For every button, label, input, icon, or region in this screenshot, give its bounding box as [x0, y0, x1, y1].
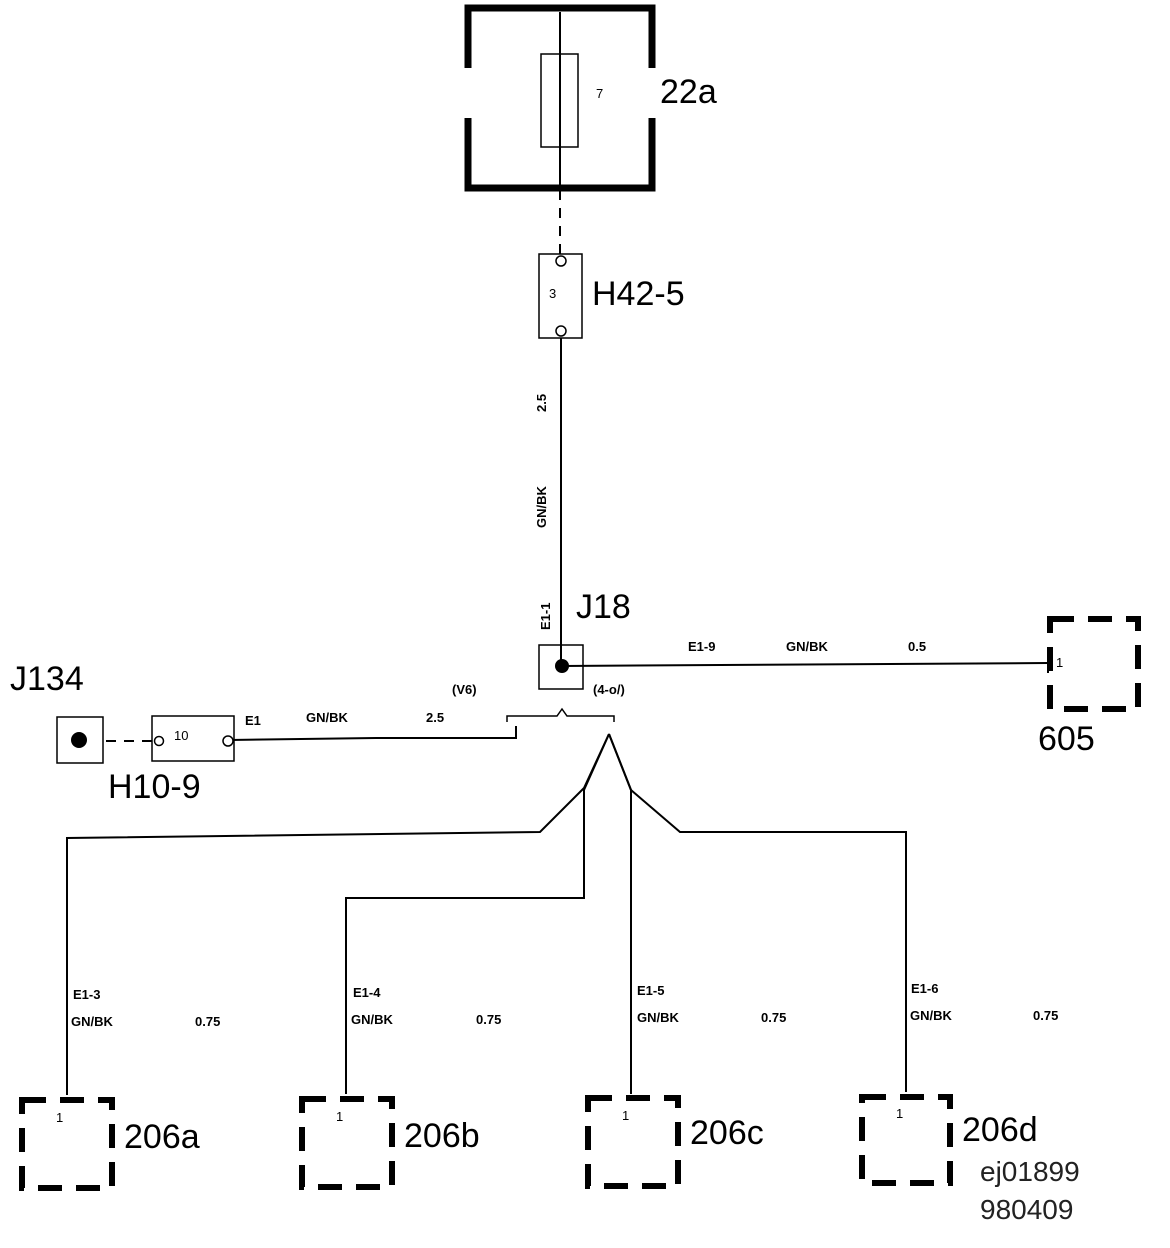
- wire-206a-pin: E1-3: [73, 987, 100, 1002]
- fuse-number: 7: [596, 86, 603, 101]
- wire-206a-size: 0.75: [195, 1014, 220, 1029]
- wire-206b-pin: E1-4: [353, 985, 381, 1000]
- wire-605-pin: E1-9: [688, 639, 715, 654]
- splice-j134: J134: [10, 660, 104, 764]
- splice-label: J18: [576, 588, 631, 626]
- component-206a-label: 206a: [124, 1118, 200, 1156]
- wire-206d-size: 0.75: [1033, 1008, 1058, 1023]
- connector-h10-label: H10-9: [108, 768, 201, 806]
- component-206b-pin: 1: [336, 1109, 343, 1124]
- fuse-box-22a: 7 22a: [464, 4, 717, 192]
- wire-206b-size: 0.75: [476, 1012, 501, 1027]
- wire-h10-note: (V6): [452, 682, 477, 697]
- component-206c-label: 206c: [690, 1114, 764, 1152]
- component-206d-pin: 1: [896, 1106, 903, 1121]
- wire-206c-color: GN/BK: [637, 1010, 680, 1025]
- component-605: 1 605: [1038, 616, 1141, 758]
- component-206a: 1 206a: [19, 1097, 200, 1191]
- wire-to-206b: [345, 733, 610, 1094]
- component-206b: 1 206b: [299, 1096, 480, 1190]
- wire-to-206c: [608, 733, 632, 1094]
- component-605-pin: 1: [1056, 655, 1063, 670]
- branch-brace: [506, 707, 615, 722]
- connector-h10-9: 10 E1 H10-9: [108, 713, 261, 806]
- wire-206b-color: GN/BK: [351, 1012, 394, 1027]
- component-206d: 1 206d: [859, 1094, 1038, 1186]
- connector-pin: 3: [549, 286, 556, 301]
- splice-j134-label: J134: [10, 660, 84, 698]
- wire-206d-color: GN/BK: [910, 1008, 953, 1023]
- wire-to-605: [561, 662, 1049, 667]
- wire-h10-size: 2.5: [426, 710, 444, 725]
- component-206a-pin: 1: [56, 1110, 63, 1125]
- main-wire-color: GN/BK: [534, 486, 549, 529]
- main-wire-size: 2.5: [534, 394, 549, 412]
- wire-to-h10: [229, 726, 517, 741]
- reference-code: ej01899: [980, 1156, 1080, 1187]
- wire-605-color: GN/BK: [786, 639, 829, 654]
- wire-206a-color: GN/BK: [71, 1014, 114, 1029]
- wire-206d-pin: E1-6: [911, 981, 938, 996]
- component-605-label: 605: [1038, 720, 1095, 758]
- component-206d-label: 206d: [962, 1111, 1038, 1149]
- component-206b-label: 206b: [404, 1117, 480, 1155]
- wire-605-note: (4-o/): [593, 682, 625, 697]
- wire-h10-color: GN/BK: [306, 710, 349, 725]
- component-206c-pin: 1: [622, 1108, 629, 1123]
- reference-date: 980409: [980, 1194, 1073, 1225]
- component-206c: 1 206c: [585, 1095, 764, 1189]
- wire-206c-pin: E1-5: [637, 983, 664, 998]
- connector-h10-pin-ref: E1: [245, 713, 261, 728]
- wire-605-size: 0.5: [908, 639, 926, 654]
- wire-to-206d: [608, 733, 907, 1092]
- wire-206c-size: 0.75: [761, 1010, 786, 1025]
- connector-h10-pin: 10: [174, 728, 188, 743]
- connector-label: H42-5: [592, 275, 685, 313]
- splice-j18: E1-1 J18: [538, 588, 631, 690]
- fuse-box-label: 22a: [660, 73, 717, 111]
- splice-pin: E1-1: [538, 603, 553, 630]
- connector-h42-5: 3 H42-5: [538, 253, 685, 339]
